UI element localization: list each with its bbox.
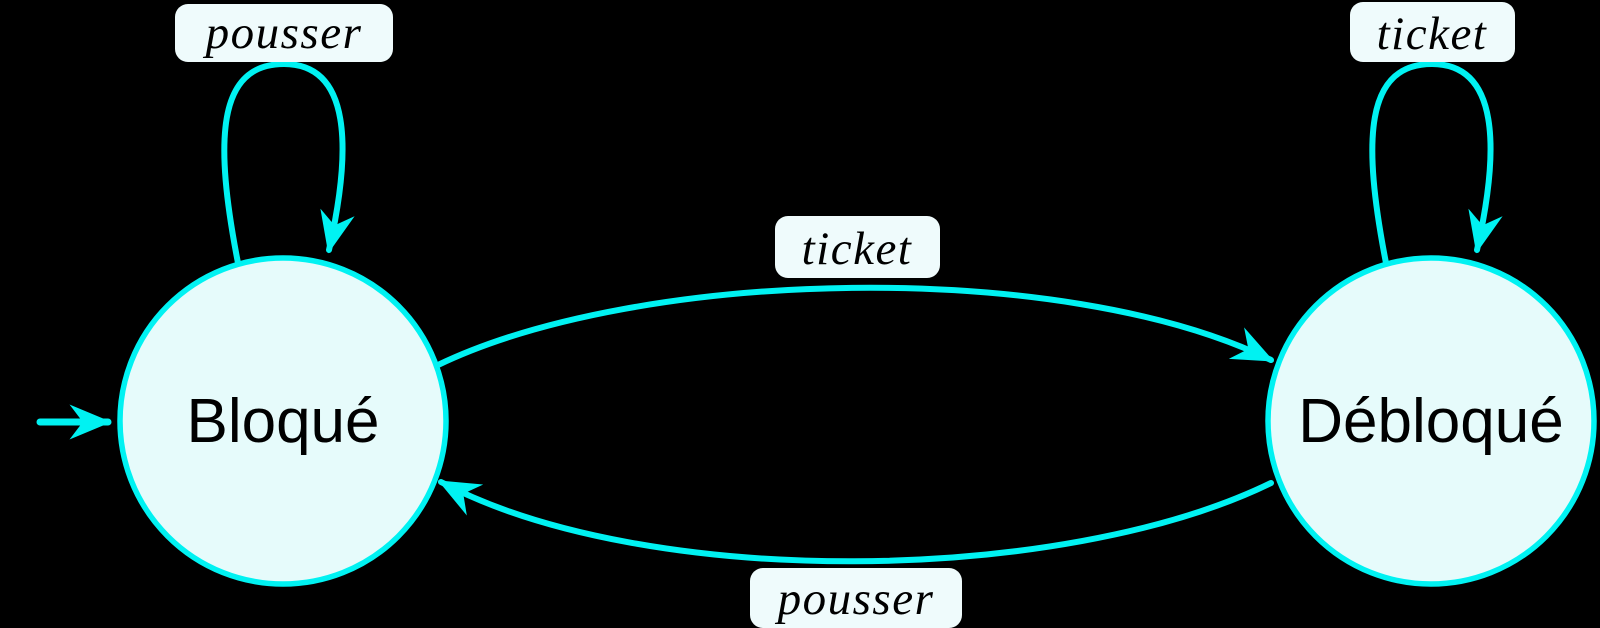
state-label-debloque: Débloqué	[1298, 387, 1563, 456]
edge-label-text: ticket	[1377, 8, 1488, 60]
transition-arrow-bloque-to-debloque	[435, 284, 1275, 368]
edge-label-box	[750, 568, 962, 628]
state-node-debloque	[1265, 255, 1597, 587]
edge-label-text: ticket	[802, 223, 913, 275]
transition-arrow-bloque-self-loop	[221, 60, 355, 266]
transition-arrow-debloque-self-loop	[1369, 60, 1503, 266]
edge-label-box	[775, 216, 940, 278]
edge-label-pousser-self-loop: pousser	[175, 4, 393, 62]
edge-label-text: pousser	[203, 7, 363, 59]
edge-label-ticket-self-loop: ticket	[1350, 2, 1515, 62]
edge-label-box	[175, 4, 393, 62]
edge-label-pousser-bottom: pousser	[750, 568, 962, 628]
edge-label-text: pousser	[775, 573, 935, 625]
edge-label-ticket-top: ticket	[775, 216, 940, 278]
state-label-bloque: Bloqué	[186, 387, 379, 456]
transition-arrow-debloque-to-bloque	[437, 479, 1274, 565]
edge-label-box	[1350, 2, 1515, 62]
state-node-bloque	[117, 255, 449, 587]
